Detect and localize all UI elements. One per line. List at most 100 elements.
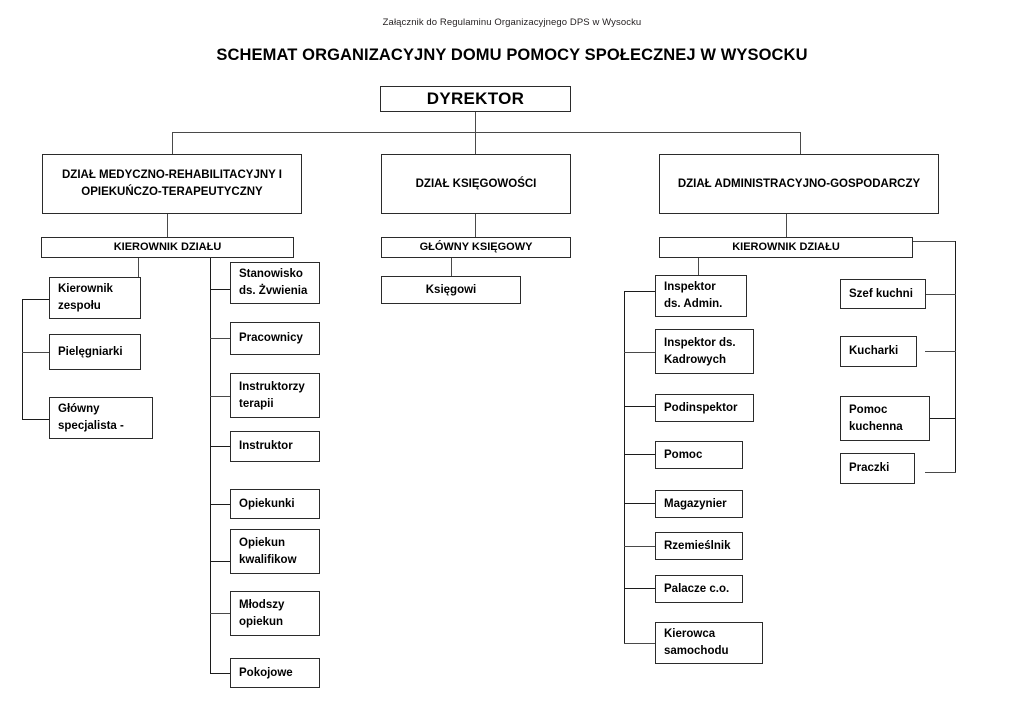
node-kierownik-dzialu-medyczny-label: KIEROWNIK DZIAŁU: [113, 240, 222, 253]
node-dept-administracyjno-gospodarczy[interactable]: DZIAŁ ADMINISTRACYJNO-GOSPODARCZY: [659, 154, 939, 214]
connector-medical-right-stub-8: [210, 673, 230, 675]
node-opiekun-kwalifikowany[interactable]: Opiekun kwalifikow: [230, 529, 320, 574]
connector-admin-kitchen-top: [913, 241, 956, 243]
connector-medical-dept-to-mgr: [167, 214, 169, 237]
connector-admin-left-stub-5: [624, 503, 655, 505]
node-podinspektor[interactable]: Podinspektor: [655, 394, 754, 422]
node-rzemieslnik-label: Rzemieślnik: [664, 539, 731, 552]
connector-admin-kitchen-stub-4: [925, 472, 956, 474]
node-dept-medyczno-rehabilitacyjny-label: DZIAŁ MEDYCZNO-REHABILITACYJNY I OPIEKUŃ…: [62, 169, 282, 198]
node-magazynier-label: Magazynier: [664, 497, 727, 510]
connector-medical-mgr-to-kierownik-zespolu: [138, 258, 140, 277]
node-kierownik-dzialu-medyczny[interactable]: KIEROWNIK DZIAŁU: [41, 237, 294, 258]
connector-accounting-mgr-to-ksiegowi: [451, 258, 453, 276]
node-pokojowe[interactable]: Pokojowe: [230, 658, 320, 688]
page-title: SCHEMAT ORGANIZACYJNY DOMU POMOCY SPOŁEC…: [216, 46, 808, 64]
node-kierowca-samochodu-label: Kierowca samochodu: [664, 628, 729, 657]
node-glowny-ksiegowy[interactable]: GŁÓWNY KSIĘGOWY: [381, 237, 571, 258]
connector-admin-left-stub-3: [624, 406, 655, 408]
node-mlodszy-opiekun-label: Młodszy opiekun: [239, 598, 285, 628]
document-header-note: Załącznik do Regulaminu Organizacyjnego …: [382, 17, 642, 28]
node-instruktorzy-terapii-label: Instruktorzy terapii: [239, 380, 305, 410]
node-inspektor-ds-kadrowych-label: Inspektor ds. Kadrowych: [664, 336, 736, 366]
node-praczki[interactable]: Praczki: [840, 453, 915, 484]
node-pomoc[interactable]: Pomoc: [655, 441, 743, 469]
connector-medical-right-spine: [210, 258, 212, 674]
connector-admin-kitchen-stub-1: [925, 294, 956, 296]
connector-medical-right-stub-3: [210, 396, 230, 398]
node-kierownik-dzialu-admin-label: KIEROWNIK DZIAŁU: [732, 240, 840, 253]
connector-medical-left-stub-2: [22, 352, 49, 354]
connector-admin-mgr-to-inspektor: [698, 258, 700, 275]
node-inspektor-ds-admin[interactable]: Inspektor ds. Admin.: [655, 275, 747, 317]
connector-root-bus: [172, 132, 801, 134]
connector-admin-kitchen-stub-2: [925, 351, 956, 353]
connector-root-to-accounting: [475, 132, 477, 154]
connector-medical-left-stub-1: [22, 299, 49, 301]
connector-admin-dept-to-mgr: [786, 214, 788, 237]
connector-medical-left-stub-3: [22, 419, 49, 421]
node-ksiegowi-label: Księgowi: [425, 283, 477, 296]
node-palacze-co-label: Palacze c.o.: [664, 582, 730, 595]
node-stanowisko-ds-zywienia[interactable]: Stanowisko ds. Żvwienia: [230, 262, 320, 304]
connector-admin-kitchen-stub-3: [925, 418, 956, 420]
node-inspektor-ds-kadrowych[interactable]: Inspektor ds. Kadrowych: [655, 329, 754, 374]
connector-medical-right-stub-2: [210, 338, 230, 340]
node-kierowca-samochodu[interactable]: Kierowca samochodu: [655, 622, 763, 664]
node-pracownicy[interactable]: Pracownicy: [230, 322, 320, 355]
node-mlodszy-opiekun[interactable]: Młodszy opiekun: [230, 591, 320, 636]
node-instruktor[interactable]: Instruktor: [230, 431, 320, 462]
node-pielegniarki[interactable]: Pielęgniarki: [49, 334, 141, 370]
connector-medical-right-stub-5: [210, 504, 230, 506]
node-pomoc-kuchenna-label: Pomoc kuchenna: [849, 403, 903, 433]
connector-medical-right-stub-6: [210, 561, 230, 563]
node-glowny-specjalista[interactable]: Główny specjalista -: [49, 397, 153, 439]
connector-admin-left-spine: [624, 291, 626, 643]
node-pokojowe-label: Pokojowe: [239, 666, 293, 679]
node-inspektor-ds-admin-label: Inspektor ds. Admin.: [664, 281, 723, 310]
node-magazynier[interactable]: Magazynier: [655, 490, 743, 518]
node-podinspektor-label: Podinspektor: [664, 401, 738, 414]
node-kierownik-zespolu-label: Kierownik zespołu: [58, 283, 113, 312]
node-glowny-ksiegowy-label: GŁÓWNY KSIĘGOWY: [419, 240, 533, 253]
connector-admin-left-stub-2: [624, 352, 655, 354]
node-opiekun-kwalifikowany-label: Opiekun kwalifikow: [239, 536, 297, 566]
node-kierownik-zespolu[interactable]: Kierownik zespołu: [49, 277, 141, 319]
node-instruktor-label: Instruktor: [239, 440, 293, 453]
node-dept-ksiegowosci[interactable]: DZIAŁ KSIĘGOWOŚCI: [381, 154, 571, 214]
connector-admin-left-stub-8: [624, 643, 655, 645]
connector-admin-left-stub-4: [624, 454, 655, 456]
connector-accounting-dept-to-mgr: [475, 214, 477, 237]
node-praczki-label: Praczki: [849, 462, 890, 475]
node-stanowisko-ds-zywienia-label: Stanowisko ds. Żvwienia: [239, 268, 308, 297]
connector-root-stem: [475, 112, 477, 133]
node-opiekunki-label: Opiekunki: [239, 497, 295, 510]
node-rzemieslnik[interactable]: Rzemieślnik: [655, 532, 743, 560]
node-szef-kuchni-label: Szef kuchni: [849, 287, 913, 300]
connector-medical-right-stub-1: [210, 289, 230, 291]
node-pielegniarki-label: Pielęgniarki: [58, 345, 123, 358]
node-dyrektor[interactable]: DYREKTOR: [380, 86, 571, 112]
connector-root-to-medical: [172, 132, 174, 154]
connector-admin-kitchen-spine: [955, 241, 957, 473]
node-szef-kuchni[interactable]: Szef kuchni: [840, 279, 926, 309]
connector-admin-left-stub-1: [624, 291, 655, 293]
connector-medical-right-stub-4: [210, 446, 230, 448]
node-kucharki-label: Kucharki: [849, 345, 899, 358]
node-pracownicy-label: Pracownicy: [239, 332, 303, 345]
node-ksiegowi[interactable]: Księgowi: [381, 276, 521, 304]
node-palacze-co[interactable]: Palacze c.o.: [655, 575, 743, 603]
node-kucharki[interactable]: Kucharki: [840, 336, 917, 367]
node-kierownik-dzialu-admin[interactable]: KIEROWNIK DZIAŁU: [659, 237, 913, 258]
node-opiekunki[interactable]: Opiekunki: [230, 489, 320, 519]
connector-admin-left-stub-7: [624, 588, 655, 590]
node-pomoc-kuchenna[interactable]: Pomoc kuchenna: [840, 396, 930, 441]
connector-root-to-admin: [800, 132, 802, 154]
node-instruktorzy-terapii[interactable]: Instruktorzy terapii: [230, 373, 320, 418]
node-dept-medyczno-rehabilitacyjny[interactable]: DZIAŁ MEDYCZNO-REHABILITACYJNY I OPIEKUŃ…: [42, 154, 302, 214]
connector-medical-left-spine: [22, 299, 24, 420]
node-glowny-specjalista-label: Główny specjalista -: [58, 403, 124, 432]
node-dyrektor-label: DYREKTOR: [426, 88, 525, 108]
node-pomoc-label: Pomoc: [664, 448, 703, 461]
